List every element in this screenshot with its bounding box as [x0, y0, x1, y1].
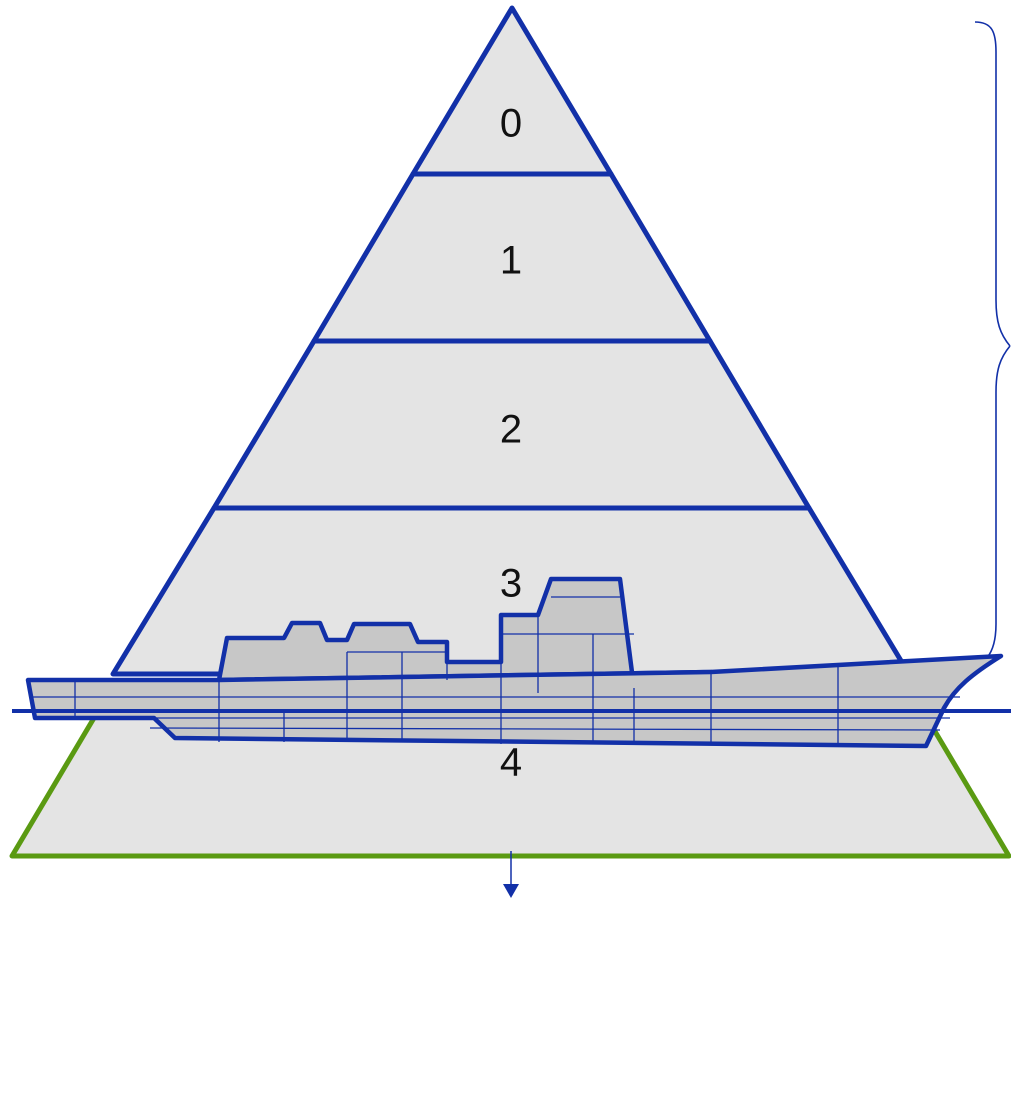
brace-upper	[974, 21, 1011, 347]
ship-icon	[12, 576, 1011, 749]
ship-superstructure	[216, 576, 714, 691]
tier-1-label: 1	[500, 239, 522, 283]
ship-compartment-lines	[30, 596, 960, 744]
tier-2-label: 2	[500, 408, 522, 452]
tier-4-label: 4	[500, 741, 522, 785]
tier-3-label: 3	[500, 562, 522, 606]
tier-0	[410, 5, 614, 177]
down-arrow-icon	[503, 851, 519, 898]
ship-hull	[25, 653, 1004, 749]
brace-lower	[974, 345, 1011, 665]
braces	[974, 21, 1011, 665]
tier-0-label: 0	[500, 102, 522, 146]
